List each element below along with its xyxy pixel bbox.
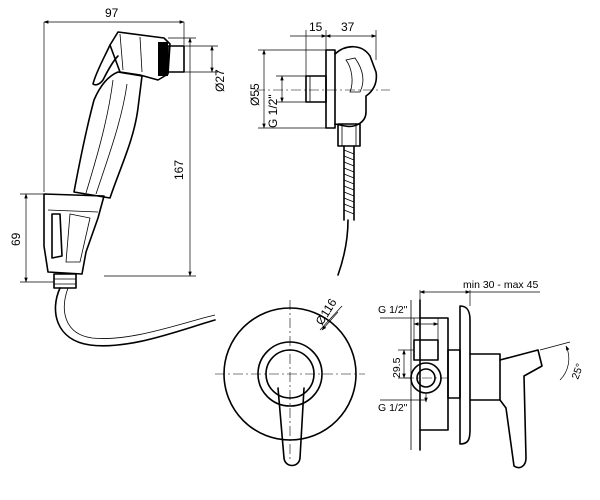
trigger-lever xyxy=(92,44,119,86)
outlet-connector xyxy=(337,123,361,147)
lever-angle-label: 25° xyxy=(570,362,587,381)
mixer-front-view: Ø116 xyxy=(215,296,365,467)
stub-length-label: 15 xyxy=(309,20,323,34)
hose-connector xyxy=(53,273,77,289)
wall-holder xyxy=(43,193,105,275)
mixer-body-outer xyxy=(257,341,323,407)
top-inlet-thread-label: G 1/2" xyxy=(378,304,408,316)
handshower-view: 97 Ø27 167 69 xyxy=(9,6,227,347)
nozzle-ring xyxy=(158,42,168,76)
handle-lever xyxy=(499,349,543,469)
cover-plate-side xyxy=(459,305,471,445)
depth-range-label: min 30 - max 45 xyxy=(463,279,538,291)
nozzle-diameter-label: Ø27 xyxy=(213,69,227,92)
height-dimension-label: 167 xyxy=(172,160,186,180)
inlet-top xyxy=(413,339,439,361)
stub-thread-label: G 1/2" xyxy=(266,94,280,128)
cover-plate xyxy=(223,307,357,441)
threaded-stub xyxy=(305,75,327,103)
wall-outlet-side-view: 15 37 Ø55 G 1/2" xyxy=(248,20,390,276)
cover-diameter-label: Ø116 xyxy=(313,296,340,328)
handshower-grip xyxy=(73,71,143,199)
plate-diameter-label: Ø55 xyxy=(248,83,262,106)
mixer-side-view: min 30 - max 45 G 1/2" 29.5 G 1/2" 25° xyxy=(378,279,587,469)
hose xyxy=(54,287,216,347)
nozzle-tip xyxy=(167,45,185,73)
bottom-inlet-thread-label: G 1/2" xyxy=(378,402,408,414)
wall-plate xyxy=(325,49,336,129)
handle-neck xyxy=(469,353,501,401)
holder-height-label: 69 xyxy=(9,232,23,246)
inlet-offset-label: 29.5 xyxy=(391,357,403,378)
mixer-lever xyxy=(277,387,305,467)
mixer-body-inner xyxy=(265,349,315,399)
width-dimension-label: 97 xyxy=(105,6,119,20)
body-length-label: 37 xyxy=(341,20,355,34)
